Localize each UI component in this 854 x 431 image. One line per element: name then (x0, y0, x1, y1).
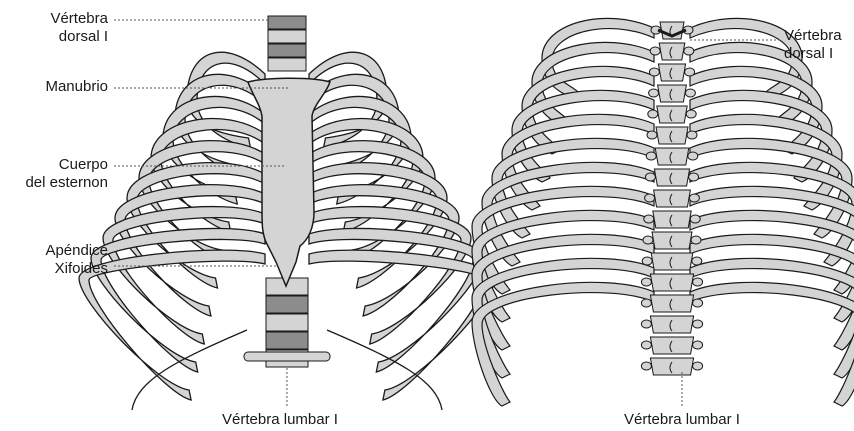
transverse-process (690, 215, 700, 223)
transverse-process (649, 68, 659, 76)
lumbar-vertebra-segment (266, 314, 308, 331)
transverse-process (244, 352, 330, 361)
label-xiphoid-process: Apéndice Xifoides (0, 242, 108, 278)
rib (309, 250, 495, 400)
transverse-process (693, 341, 703, 349)
rib (127, 163, 265, 288)
transverse-process (649, 89, 659, 97)
transverse-process (685, 89, 695, 97)
rib (690, 258, 854, 378)
transverse-process (641, 320, 651, 328)
transverse-process (689, 194, 699, 202)
transverse-process (641, 278, 651, 286)
transverse-process (693, 320, 703, 328)
back-view (472, 18, 854, 408)
transverse-process (686, 110, 696, 118)
transverse-process (689, 173, 699, 181)
back-vertebral-column (641, 22, 702, 375)
transverse-process (645, 194, 655, 202)
transverse-process (648, 110, 658, 118)
transverse-process (644, 215, 654, 223)
transverse-process (688, 152, 698, 160)
dorsal-vertebra-segment (268, 16, 306, 29)
label-manubrium: Manubrio (10, 78, 108, 96)
transverse-process (650, 47, 660, 55)
label-back-lumbar-vertebra: Vértebra lumbar I (582, 411, 782, 429)
label-front-dorsal-vertebra: Vértebra dorsal I (20, 10, 108, 46)
transverse-process (693, 362, 703, 370)
rib (690, 282, 854, 406)
transverse-process (684, 47, 694, 55)
transverse-process (687, 131, 697, 139)
transverse-process (643, 236, 653, 244)
front-view (79, 16, 495, 410)
rib (309, 207, 471, 344)
dorsal-vertebra-segment (268, 30, 306, 43)
dorsal-vertebra-segment (268, 44, 306, 57)
transverse-process (645, 173, 655, 181)
transverse-process (647, 131, 657, 139)
label-sternum-body: Cuerpo del esternon (0, 156, 108, 192)
transverse-process (641, 299, 651, 307)
lumbar-vertebra-segment (266, 332, 308, 349)
transverse-process (693, 299, 703, 307)
label-front-lumbar-vertebra: Vértebra lumbar I (180, 411, 380, 429)
transverse-process (641, 341, 651, 349)
transverse-process (692, 257, 702, 265)
dorsal-vertebra-segment (268, 58, 306, 71)
transverse-process (691, 236, 701, 244)
transverse-process (685, 68, 695, 76)
transverse-process (646, 152, 656, 160)
transverse-process (641, 362, 651, 370)
transverse-process (642, 257, 652, 265)
rib (309, 163, 447, 288)
label-back-dorsal-vertebra: Vértebra dorsal I (784, 27, 852, 63)
lumbar-vertebra-segment (266, 296, 308, 313)
transverse-process (693, 278, 703, 286)
rib (103, 207, 265, 344)
